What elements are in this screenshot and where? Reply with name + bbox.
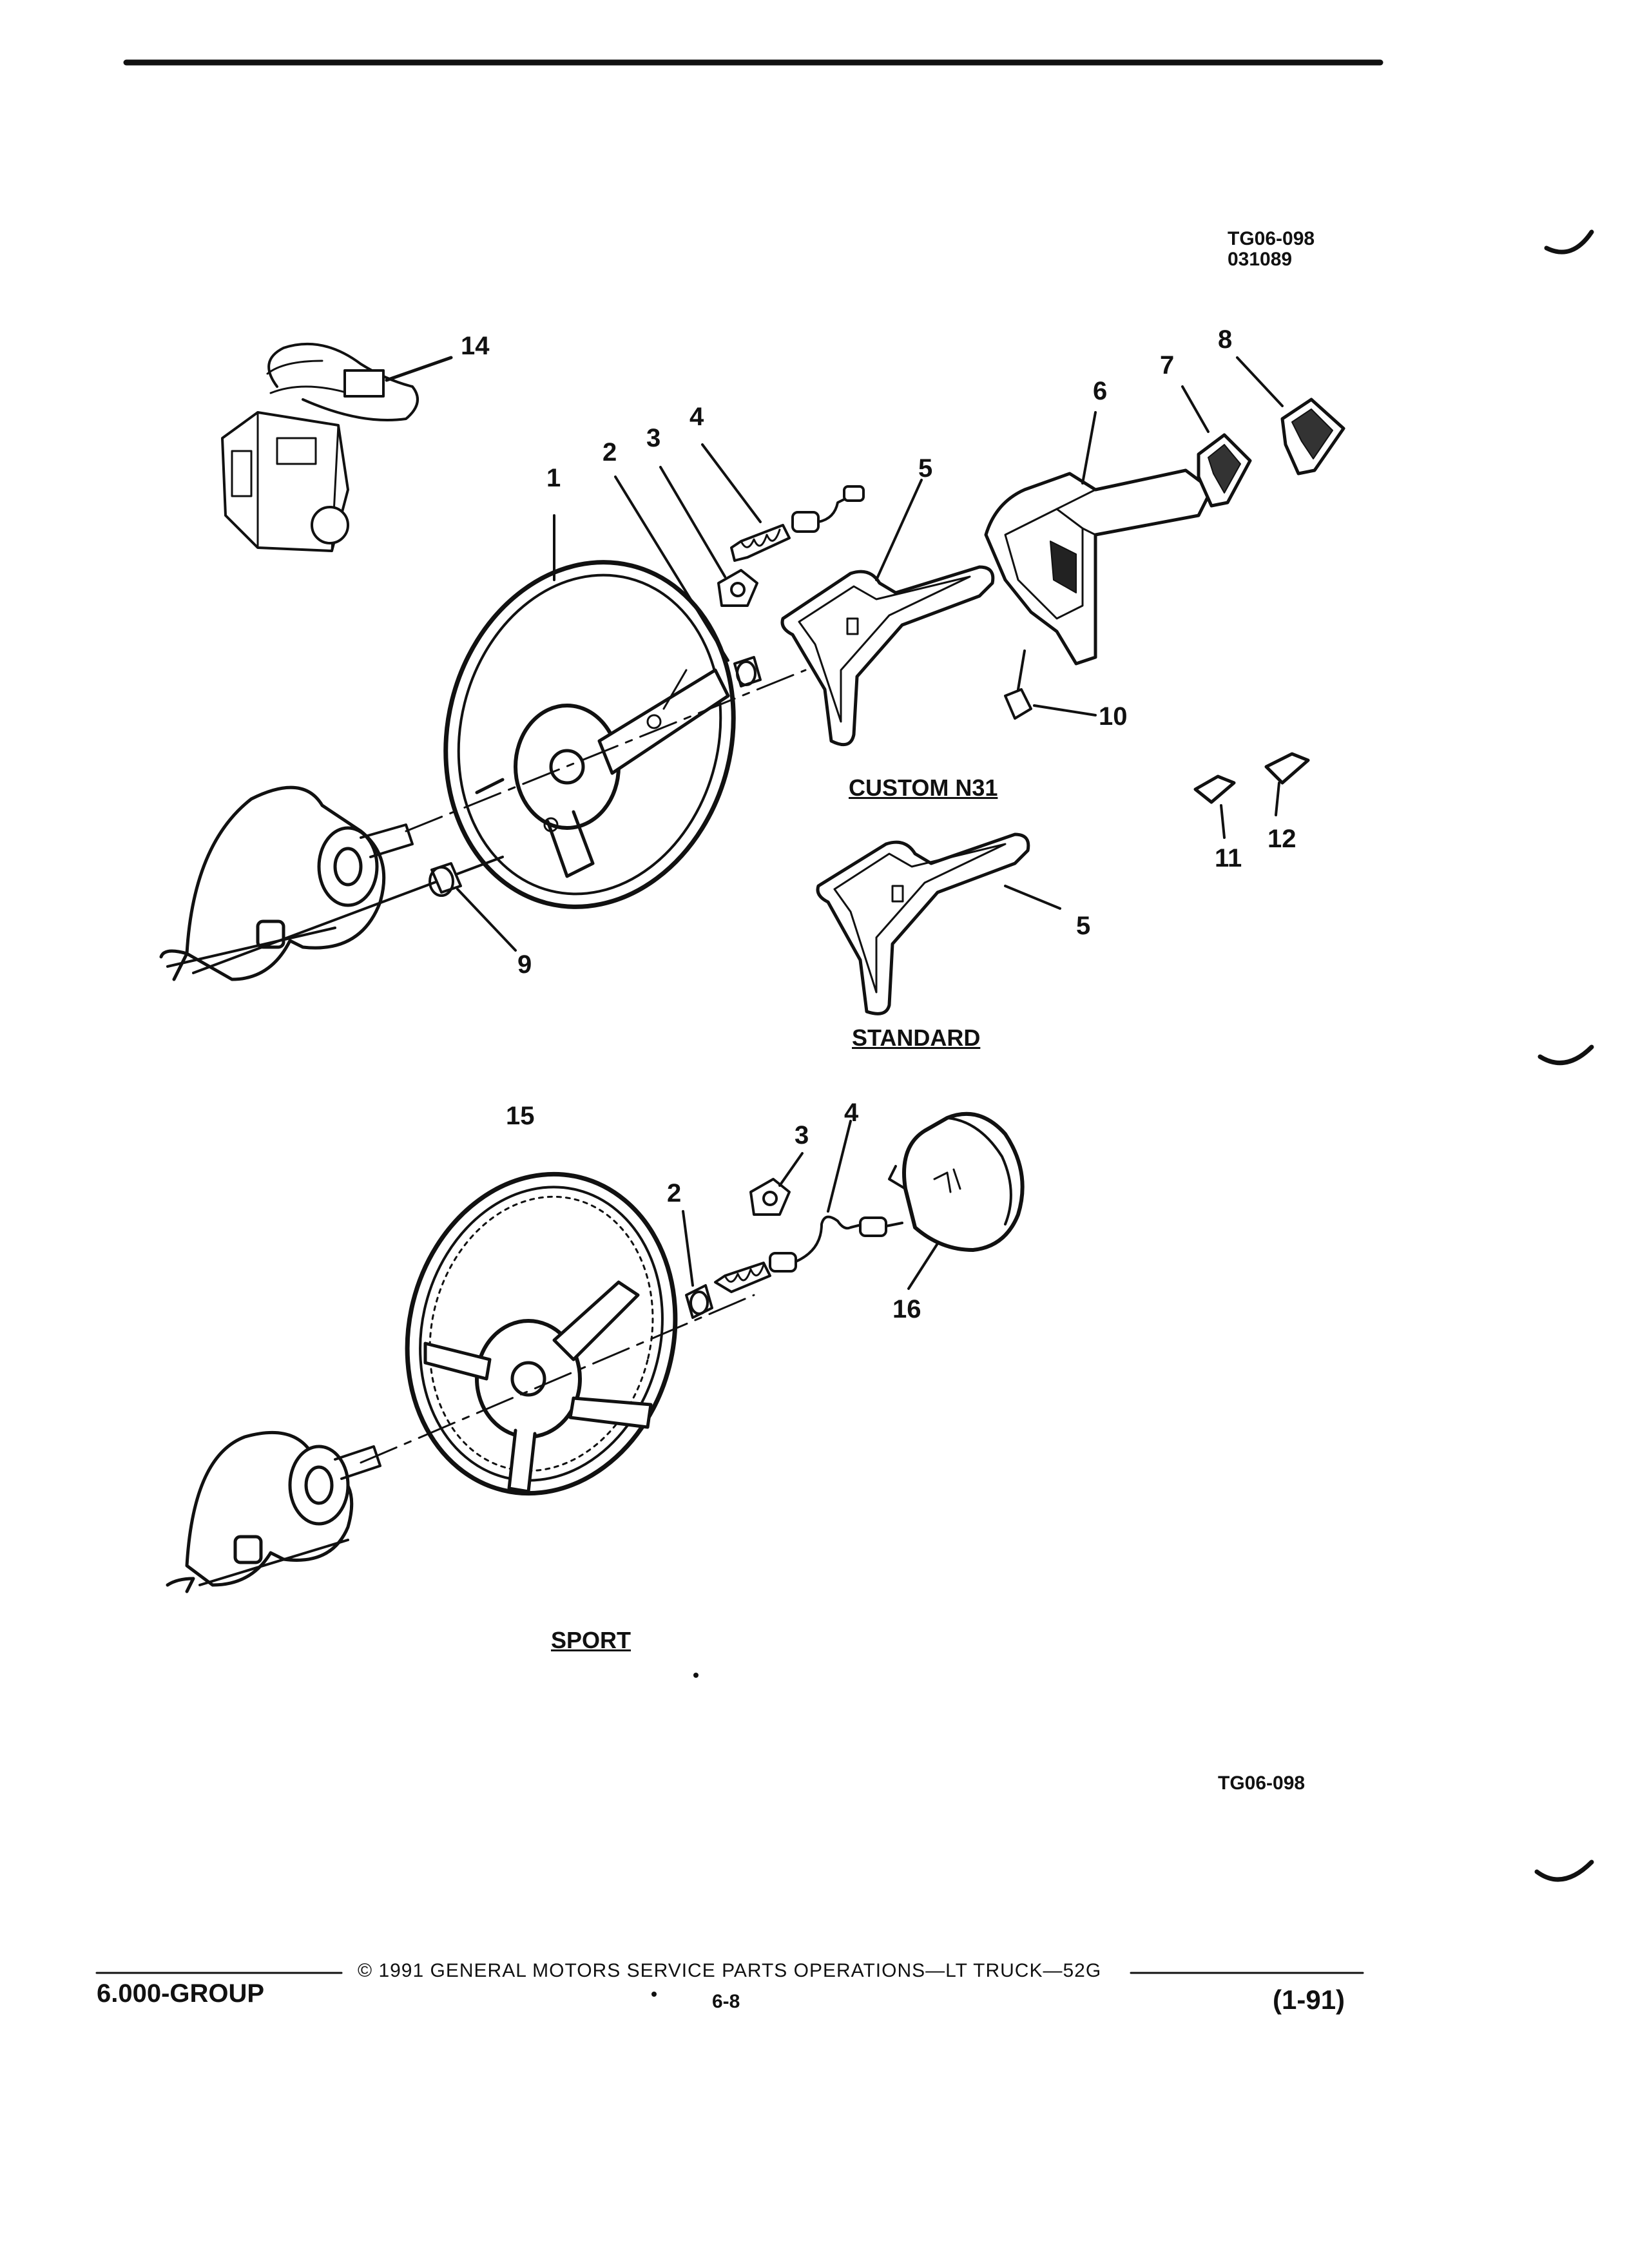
- figure-ref-date: 031089: [1228, 249, 1293, 270]
- part-5-standard-pad: [816, 832, 1030, 1015]
- part-3-retainer-sport: [749, 1178, 791, 1216]
- part-2-nut: [733, 656, 762, 687]
- callout-2: 2: [602, 438, 617, 466]
- part-16-horn-cap: [888, 1111, 1025, 1252]
- part-4-horn-contact: [730, 485, 865, 562]
- part-9-screw: [429, 862, 462, 897]
- edge-mark-bottom: [1534, 1860, 1594, 1882]
- callout-1: 1: [546, 464, 561, 492]
- part-7-emblem: [1197, 433, 1252, 508]
- centerline-sport: [360, 1294, 755, 1464]
- steering-column-top: [159, 785, 504, 981]
- callout-8: 8: [1218, 325, 1233, 354]
- callout-9: 9: [517, 950, 532, 979]
- centerline-top: [405, 669, 807, 832]
- part-8-emblem: [1280, 398, 1345, 476]
- callout-15: 15: [506, 1102, 535, 1130]
- part-15-sport-wheel: [405, 1171, 678, 1496]
- caption-standard: STANDARD: [852, 1024, 981, 1051]
- callout-3-sport: 3: [795, 1121, 809, 1149]
- callout-6: 6: [1093, 377, 1108, 405]
- part-2-nut-sport: [685, 1284, 713, 1319]
- caption-sport: SPORT: [551, 1627, 631, 1653]
- callout-16: 16: [892, 1295, 921, 1323]
- callout-3: 3: [646, 424, 661, 452]
- edge-mark-middle: [1537, 1044, 1594, 1066]
- footer-group: 6.000-GROUP: [97, 1979, 265, 2008]
- figure-ref-code: TG06-098: [1228, 228, 1315, 249]
- footer-revision: (1-91): [1273, 1984, 1345, 2015]
- footer-copyright: © 1991 GENERAL MOTORS SERVICE PARTS OPER…: [358, 1960, 1102, 1981]
- steering-column-sport: [166, 1430, 381, 1593]
- part-10-nut: [1004, 688, 1032, 720]
- callout-14: 14: [461, 332, 490, 360]
- part-14-switch: [221, 342, 453, 552]
- edge-mark-top: [1544, 229, 1594, 255]
- callout-2-sport: 2: [667, 1179, 682, 1207]
- part-12-emblem: [1264, 752, 1310, 785]
- callout-10: 10: [1099, 702, 1128, 731]
- part-1-steering-wheel: [443, 560, 736, 909]
- footer-page-number: 6-8: [712, 1991, 740, 2012]
- callout-7: 7: [1160, 351, 1175, 380]
- callout-4-sport: 4: [844, 1099, 859, 1127]
- bottom-ref-code: TG06-098: [1218, 1773, 1306, 1794]
- part-5-custom-pad: [780, 565, 995, 747]
- callout-12: 12: [1268, 825, 1296, 853]
- part-11-emblem: [1193, 774, 1236, 804]
- part-6-custom-insert-pad: [984, 468, 1213, 666]
- part-4-horn-contact-sport: [714, 1215, 903, 1293]
- callout-4: 4: [689, 403, 704, 431]
- part-3-retainer: [717, 569, 758, 607]
- callout-11: 11: [1215, 844, 1242, 872]
- callout-5-standard: 5: [1076, 912, 1091, 940]
- caption-custom-n31: CUSTOM N31: [849, 774, 998, 801]
- callout-5: 5: [918, 454, 933, 483]
